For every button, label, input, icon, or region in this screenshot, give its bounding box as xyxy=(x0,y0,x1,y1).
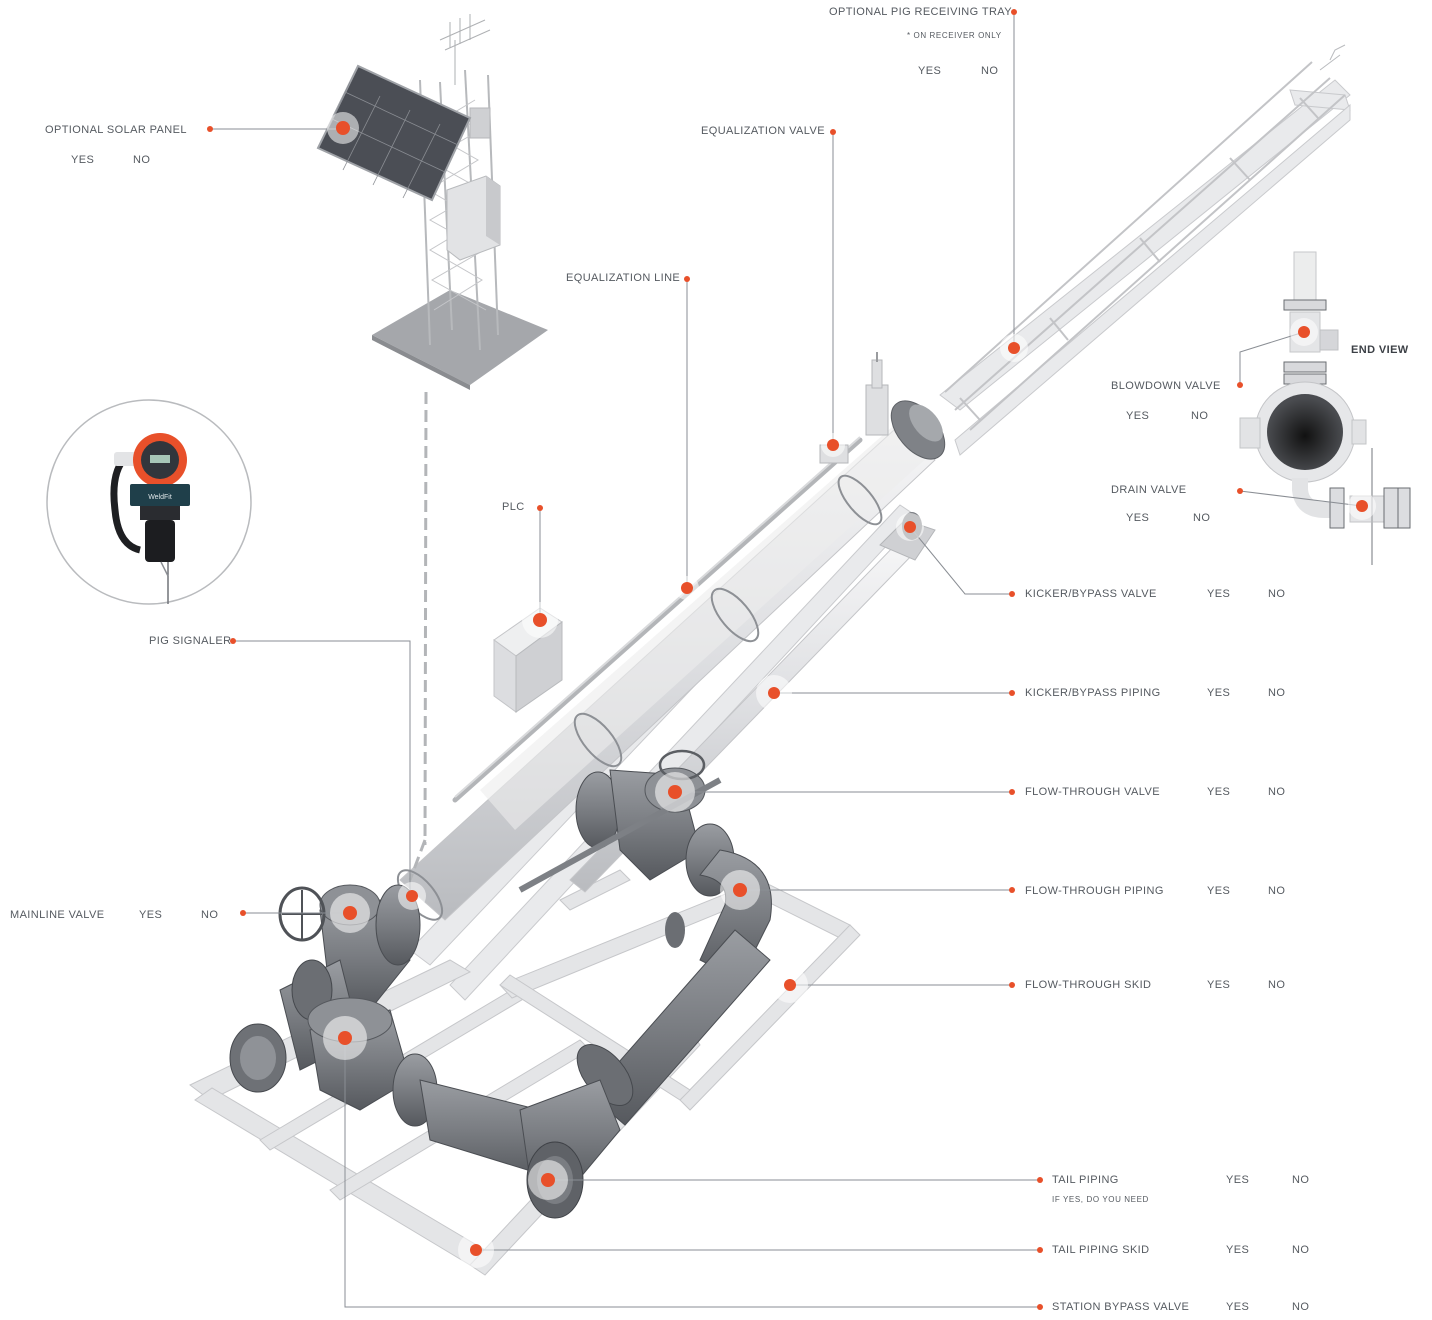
blowdown-valve-yes[interactable]: YES xyxy=(1126,410,1150,422)
tail-piping-no[interactable]: NO xyxy=(1292,1174,1310,1186)
pig-signaler-inset: WeldFit xyxy=(46,399,252,605)
dot-blowdown-label xyxy=(1237,382,1243,388)
equalization-line-label: EQUALIZATION LINE xyxy=(566,272,681,284)
dot-blowdown xyxy=(1298,326,1310,338)
plc-label: PLC xyxy=(502,501,525,513)
dot-drain xyxy=(1356,500,1368,512)
mainline-valve-no[interactable]: NO xyxy=(201,909,219,921)
flow-through-piping-label: FLOW-THROUGH PIPING xyxy=(1025,885,1164,897)
tail-piping-yes[interactable]: YES xyxy=(1226,1174,1250,1186)
tail-piping-skid-no[interactable]: NO xyxy=(1292,1244,1310,1256)
plc-to-tower-conduit xyxy=(423,391,428,846)
flow-through-valve-no[interactable]: NO xyxy=(1268,786,1286,798)
pig-receiving-tray-yes[interactable]: YES xyxy=(918,65,942,77)
flow-through-valve-yes[interactable]: YES xyxy=(1207,786,1231,798)
dot-solar-panel xyxy=(336,121,350,135)
dot-station-bypass xyxy=(338,1031,352,1045)
dot-kicker-piping xyxy=(768,687,780,699)
dot-kicker-piping-label xyxy=(1009,690,1015,696)
station-bypass-valve-no[interactable]: NO xyxy=(1292,1301,1310,1313)
station-bypass-valve-yes[interactable]: YES xyxy=(1226,1301,1250,1313)
dot-mainline-label xyxy=(240,910,246,916)
mainline-valve-label: MAINLINE VALVE xyxy=(10,909,105,921)
flow-through-skid-label: FLOW-THROUGH SKID xyxy=(1025,979,1152,991)
kicker-bypass-valve-label: KICKER/BYPASS VALVE xyxy=(1025,588,1157,600)
blowdown-valve-no[interactable]: NO xyxy=(1191,410,1209,422)
pig-signaler-label: PIG SIGNALER xyxy=(149,635,232,647)
leader-lines xyxy=(210,12,1363,1308)
flow-through-piping-no[interactable]: NO xyxy=(1268,885,1286,897)
tail-piping-note: IF YES, DO YOU NEED xyxy=(1052,1195,1149,1204)
kicker-bypass-piping-no[interactable]: NO xyxy=(1268,687,1286,699)
dot-tail-piping xyxy=(541,1173,555,1187)
dot-eq-line-label xyxy=(684,276,690,282)
receiver-barrel xyxy=(396,400,946,921)
dot-tail-skid xyxy=(470,1244,482,1256)
mainline-valve-yes[interactable]: YES xyxy=(139,909,163,921)
flow-through-piping-yes[interactable]: YES xyxy=(1207,885,1231,897)
dot-station-bypass-label xyxy=(1037,1304,1043,1310)
tail-piping-label: TAIL PIPING xyxy=(1052,1174,1119,1186)
dot-signaler xyxy=(406,890,418,902)
tail-piping-skid-yes[interactable]: YES xyxy=(1226,1244,1250,1256)
dot-plc xyxy=(533,613,547,627)
dot-eq-line xyxy=(681,582,693,594)
equalization-valve-label: EQUALIZATION VALVE xyxy=(701,125,825,137)
dot-tail-skid-label xyxy=(1037,1247,1043,1253)
kicker-bypass-valve-no[interactable]: NO xyxy=(1268,588,1286,600)
pig-receiving-tray-label: OPTIONAL PIG RECEIVING TRAY xyxy=(829,6,1012,18)
flow-through-valve-label: FLOW-THROUGH VALVE xyxy=(1025,786,1160,798)
dot-ft-skid-label xyxy=(1009,982,1015,988)
drain-valve-label: DRAIN VALVE xyxy=(1111,484,1187,496)
callout-dots xyxy=(207,9,1368,1310)
end-view-label: END VIEW xyxy=(1351,344,1409,356)
dot-drain-label xyxy=(1237,488,1243,494)
kicker-bypass-piping-label: KICKER/BYPASS PIPING xyxy=(1025,687,1161,699)
dot-ft-piping xyxy=(733,883,747,897)
signaler-brand-text: WeldFit xyxy=(148,494,172,501)
solar-panel-no[interactable]: NO xyxy=(133,154,151,166)
tail-piping-skid-label: TAIL PIPING SKID xyxy=(1052,1244,1150,1256)
dot-ft-piping-label xyxy=(1009,887,1015,893)
dot-mainline xyxy=(343,906,357,920)
dot-signaler-label xyxy=(230,638,236,644)
drain-valve-no[interactable]: NO xyxy=(1193,512,1211,524)
kicker-bypass-valve-yes[interactable]: YES xyxy=(1207,588,1231,600)
equalization-line-pipe xyxy=(452,437,863,803)
dot-eq-valve-label xyxy=(830,129,836,135)
end-view xyxy=(1239,251,1411,565)
solar-tower xyxy=(372,14,548,390)
dot-solar-label xyxy=(207,126,213,132)
drain-valve-yes[interactable]: YES xyxy=(1126,512,1150,524)
dot-kicker-valve xyxy=(904,521,916,533)
dot-tail-piping-label xyxy=(1037,1177,1043,1183)
dot-ft-valve-label xyxy=(1009,789,1015,795)
kicker-bypass-piping-yes[interactable]: YES xyxy=(1207,687,1231,699)
dot-eq-valve xyxy=(827,439,839,451)
pig-receiving-tray-note: * ON RECEIVER ONLY xyxy=(907,31,1002,40)
dot-ft-skid xyxy=(784,979,796,991)
blowdown-valve-label: BLOWDOWN VALVE xyxy=(1111,380,1221,392)
dot-receiving-tray xyxy=(1008,342,1020,354)
solar-panel-label: OPTIONAL SOLAR PANEL xyxy=(45,124,187,136)
dot-ft-valve xyxy=(668,785,682,799)
receiver-skid xyxy=(409,79,1351,1001)
dot-plc-label xyxy=(537,505,543,511)
flow-through-skid-yes[interactable]: YES xyxy=(1207,979,1231,991)
pig-receiving-tray-no[interactable]: NO xyxy=(981,65,999,77)
dot-kicker-valve-label xyxy=(1009,591,1015,597)
solar-panel-yes[interactable]: YES xyxy=(71,154,95,166)
dot-receiving-tray-label xyxy=(1011,9,1017,15)
station-bypass-valve-label: STATION BYPASS VALVE xyxy=(1052,1301,1190,1313)
flow-through-skid-no[interactable]: NO xyxy=(1268,979,1286,991)
